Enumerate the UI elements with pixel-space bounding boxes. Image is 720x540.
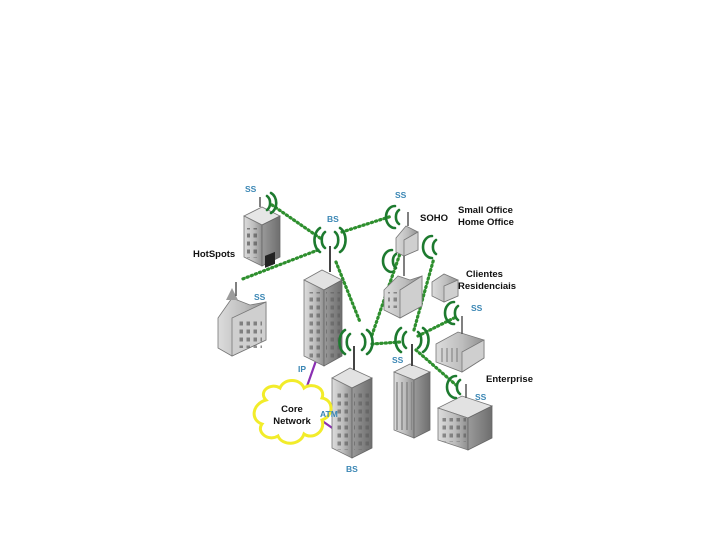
ss-label-enterprise-top: SS (471, 303, 483, 313)
clientes-house (432, 274, 458, 302)
link-bs1-soho-ss (342, 216, 392, 232)
antenna-wave-icon (423, 236, 436, 258)
bs-tower-2 (332, 346, 372, 458)
soho-house (396, 212, 418, 256)
core-network-label-line2: Network (273, 416, 311, 427)
residenciais-label: Residenciais (458, 281, 516, 292)
bs-label-bottom: BS (346, 464, 358, 474)
home-office-label: Home Office (458, 217, 514, 228)
antenna-wave-icon (447, 376, 460, 398)
ss-label-left: SS (254, 292, 266, 302)
soho-label: SOHO (420, 213, 448, 224)
ss-label-soho: SS (395, 190, 407, 200)
antenna-wave-icon (339, 330, 372, 354)
clientes-label: Clientes (466, 269, 503, 280)
ss-label-enterprise-bottom: SS (475, 392, 487, 402)
residence-building (384, 256, 422, 318)
atm-label: ATM (320, 409, 338, 419)
core-network-label-line1: Core (281, 404, 303, 415)
antenna-wave-icon (267, 193, 276, 213)
small-office-label: Small Office (458, 205, 513, 216)
ss-label-mid: SS (392, 355, 404, 365)
enterprise-label: Enterprise (486, 374, 533, 385)
hotspots-label: HotSpots (193, 249, 235, 260)
ss-label-hotspot: SS (245, 184, 257, 194)
bs-label-top: BS (327, 214, 339, 224)
ip-label: IP (298, 364, 306, 374)
